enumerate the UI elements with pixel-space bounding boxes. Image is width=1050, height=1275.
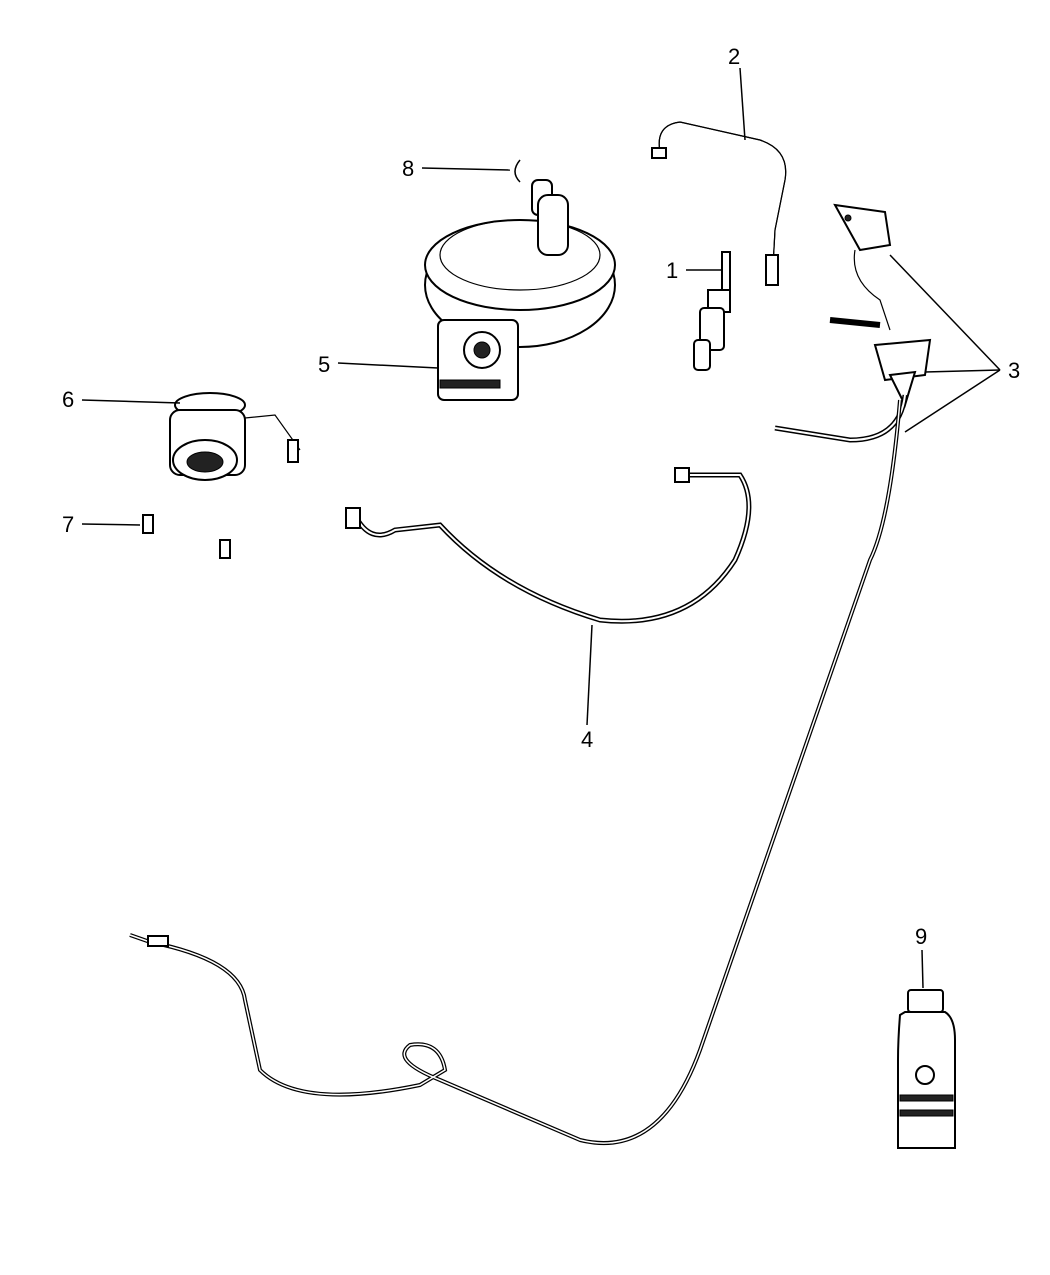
part-9-brake-fluid-bottle bbox=[897, 989, 956, 1149]
callout-7: 7 bbox=[62, 512, 74, 537]
part-6-slave-cylinder bbox=[169, 392, 301, 481]
callout-4: 4 bbox=[581, 727, 593, 752]
callout-3: 3 bbox=[1008, 358, 1020, 383]
callout-1: 1 bbox=[666, 258, 678, 283]
part-2-clutch-tube bbox=[651, 121, 787, 286]
part-5-brake-booster bbox=[424, 179, 616, 401]
callout-2: 2 bbox=[728, 44, 740, 69]
callout-6: 6 bbox=[62, 387, 74, 412]
part-4-hydraulic-line bbox=[345, 467, 752, 624]
callout-9: 9 bbox=[915, 924, 927, 949]
callout-8: 8 bbox=[402, 156, 414, 181]
part-3-master-cylinder bbox=[129, 203, 932, 1146]
part-7-bolts bbox=[142, 514, 231, 559]
part-1-master-rod bbox=[693, 251, 731, 371]
callout-5: 5 bbox=[318, 352, 330, 377]
part-8-clip bbox=[514, 159, 521, 183]
leader-lines bbox=[81, 67, 1001, 989]
